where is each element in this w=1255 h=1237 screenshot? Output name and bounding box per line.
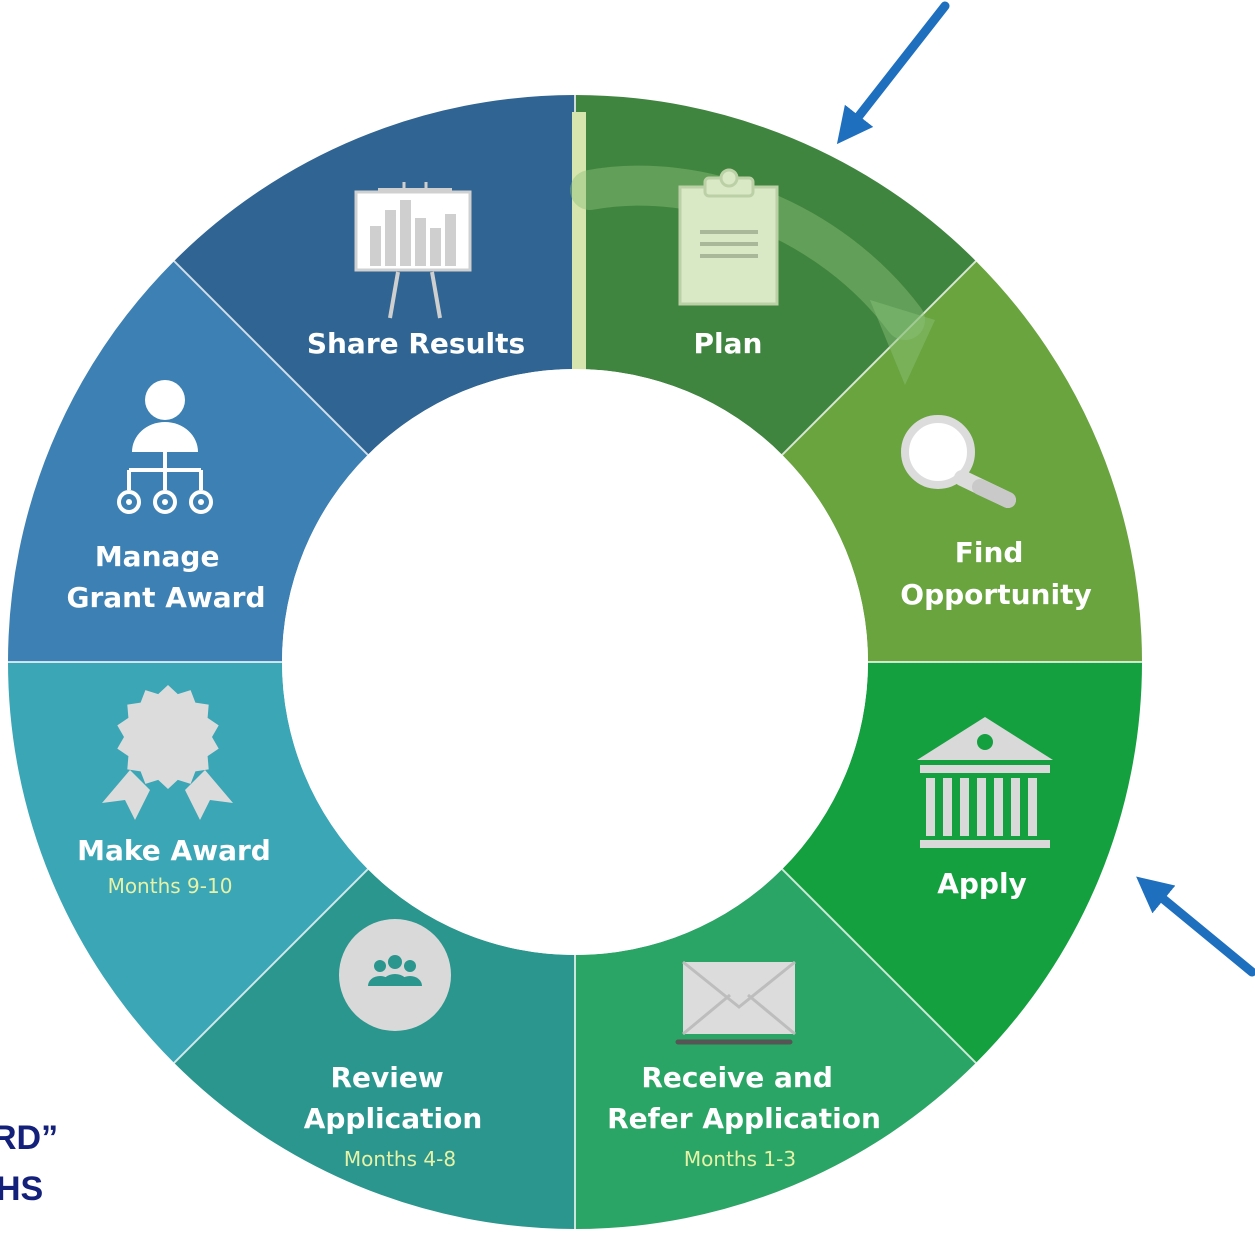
- org-chart-icon: [117, 380, 213, 514]
- segment-apply: [782, 662, 1142, 1063]
- segment-title-plan: Plan: [694, 327, 763, 360]
- segment-title-receive: Receive and Refer Application: [607, 1061, 881, 1135]
- institution-icon: [917, 717, 1053, 848]
- segment-divider: [173, 868, 369, 1064]
- start-marker-bar: [572, 112, 586, 370]
- pointer-arrow-plan: [836, 1, 950, 145]
- segment-title-manage: Manage Grant Award: [66, 540, 265, 614]
- magnifier-icon: [901, 415, 1016, 508]
- people-icon: [339, 919, 451, 1031]
- segment-award: [8, 662, 368, 1063]
- segment-divider: [781, 868, 977, 1064]
- segment-title-share: Share Results: [307, 327, 525, 360]
- segment-divider: [781, 260, 977, 456]
- pointer-arrow-apply: [1136, 876, 1255, 977]
- clipboard-icon: [678, 168, 779, 306]
- segment-receive: [575, 869, 976, 1229]
- envelope-icon: [675, 960, 796, 1045]
- segment-months-review: Months 4-8: [344, 1147, 456, 1171]
- ribbon-icon: [102, 685, 233, 820]
- segment-share: [174, 95, 576, 455]
- segment-months-award: Months 9-10: [108, 874, 233, 898]
- easel-chart-icon: [354, 182, 472, 319]
- flow-arrow-head: [870, 300, 935, 385]
- segment-divider: [173, 260, 369, 456]
- segment-title-review: Review Application: [304, 1061, 483, 1135]
- segment-manage: [8, 261, 368, 662]
- side-text-line2: HS: [0, 1170, 43, 1208]
- segment-title-apply: Apply: [937, 867, 1027, 900]
- segment-title-award: Make Award: [77, 834, 271, 867]
- segment-review: [174, 869, 576, 1229]
- segment-title-find: Find Opportunity: [900, 536, 1091, 611]
- segment-months-receive: Months 1-3: [684, 1147, 796, 1171]
- center-hole: [282, 369, 868, 955]
- side-text-line1: RD”: [0, 1119, 58, 1157]
